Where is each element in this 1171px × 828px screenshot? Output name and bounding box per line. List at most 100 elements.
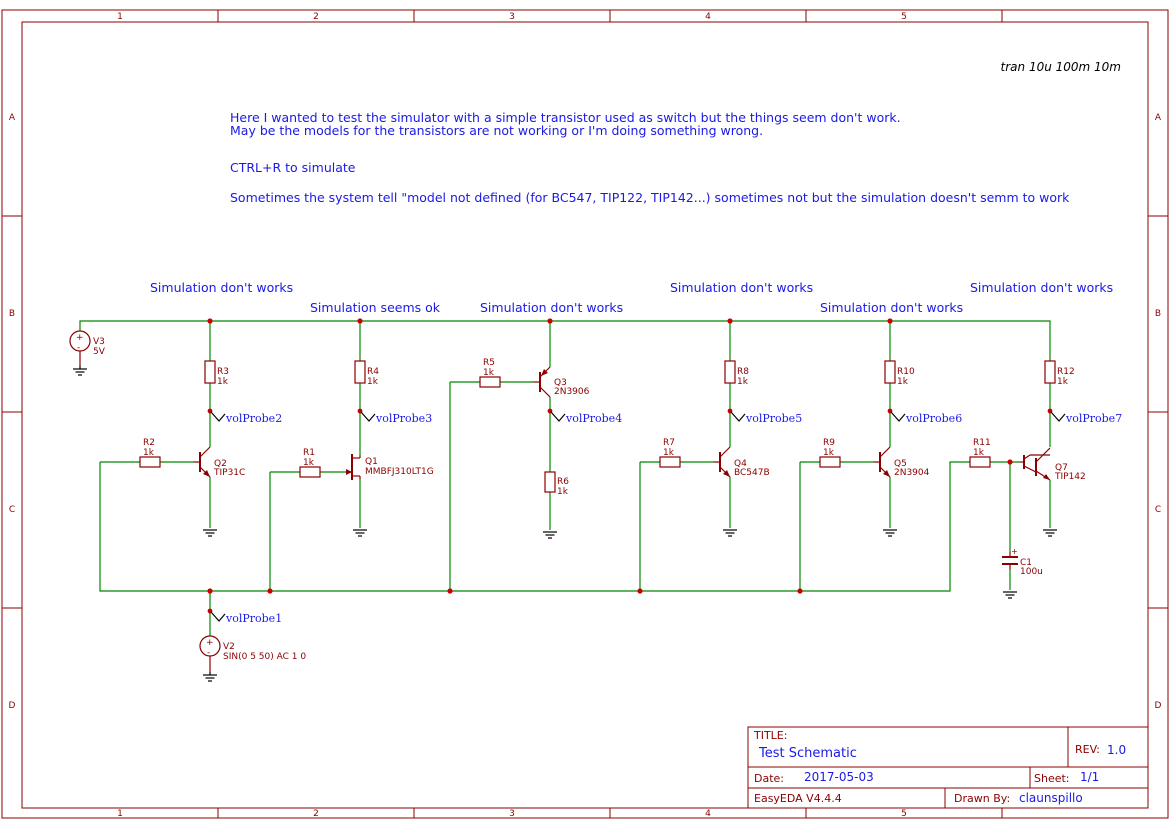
probe-1[interactable]: volProbe1 (207, 608, 283, 625)
ground-icon (1002, 591, 1018, 599)
minus-sign: - (77, 343, 80, 353)
title-value: Test Schematic (758, 746, 857, 761)
probe-4[interactable]: volProbe4 (547, 408, 623, 425)
r2-ref: R2 (143, 438, 155, 448)
minus-sign: - (207, 648, 210, 658)
r9-value: 1k (823, 448, 835, 458)
zone-col-1-top: 1 (117, 12, 123, 22)
capacitor-c1[interactable]: + C1 100u (1002, 547, 1043, 577)
zone-row-b-right: B (1155, 309, 1161, 319)
probe-7[interactable]: volProbe7 (1047, 408, 1123, 425)
ground-icon (722, 529, 738, 537)
plus-sign: + (206, 638, 214, 648)
resistor-r6[interactable]: R6 1k (544, 471, 569, 497)
q7-value: TIP142 (1054, 472, 1086, 482)
probe-2[interactable]: volProbe2 (207, 408, 283, 425)
grounds (202, 529, 1058, 599)
resistor-r3[interactable]: R3 1k (204, 360, 229, 387)
q3-value: 2N3906 (554, 387, 590, 397)
ground-icon (352, 529, 368, 537)
c1-value: 100u (1020, 567, 1043, 577)
r8-value: 1k (737, 377, 749, 387)
r1-ref: R1 (303, 448, 315, 458)
note-line-3: CTRL+R to simulate (230, 160, 356, 175)
label-q1-section: Simulation seems ok (310, 300, 441, 315)
r12-value: 1k (1057, 377, 1069, 387)
plus-sign: + (1011, 547, 1018, 556)
label-q3-section: Simulation don't works (480, 300, 623, 315)
zone-col-5-bottom: 5 (901, 809, 907, 819)
zone-row-a-right: A (1155, 113, 1162, 123)
zone-col-2-top: 2 (313, 12, 319, 22)
transistor-q7[interactable]: Q7 TIP142 (1020, 447, 1086, 482)
q3-ref: Q3 (554, 378, 567, 388)
zone-labels: 1 2 3 4 5 1 2 3 4 5 A B C D A B C D (9, 12, 1162, 819)
resistor-r8[interactable]: R8 1k (724, 360, 749, 387)
transistor-q2[interactable]: Q2 TIP31C (193, 446, 245, 478)
r3-ref: R3 (217, 367, 229, 377)
transistor-q4[interactable]: Q4 BC547B (713, 446, 770, 478)
r3-value: 1k (217, 377, 229, 387)
r10-value: 1k (897, 377, 909, 387)
note-line-4: Sometimes the system tell "model not def… (230, 190, 1070, 205)
ground-icon (882, 529, 898, 537)
ground-icon (202, 674, 218, 682)
probe-5-label: volProbe5 (745, 412, 802, 425)
resistor-r9[interactable]: R9 1k (819, 438, 841, 468)
title-label: TITLE: (753, 729, 787, 742)
resistor-r5[interactable]: R5 1k (479, 358, 501, 388)
c1-ref: C1 (1020, 558, 1032, 568)
spice-directive[interactable]: tran 10u 100m 10m (1001, 60, 1121, 74)
probe-6[interactable]: volProbe6 (887, 408, 963, 425)
source-v2[interactable]: + - V2 SIN(0 5 50) AC 1 0 (199, 635, 306, 682)
v2-ref: V2 (223, 642, 235, 652)
date-label: Date: (754, 772, 784, 785)
resistor-r12[interactable]: R12 1k (1044, 360, 1075, 387)
transistor-q1[interactable]: Q1 MMBFJ310LT1G (346, 454, 434, 480)
q4-ref: Q4 (734, 459, 747, 469)
ground-icon (1042, 529, 1058, 537)
probe-5[interactable]: volProbe5 (727, 408, 803, 425)
resistor-r4[interactable]: R4 1k (354, 360, 379, 387)
resistor-r11[interactable]: R11 1k (969, 438, 991, 468)
source-v3[interactable]: + - V3 5V (69, 330, 106, 376)
label-q5-section: Simulation don't works (820, 300, 963, 315)
v3-ref: V3 (93, 337, 105, 347)
q4-value: BC547B (734, 468, 770, 478)
title-block: TITLE: Test Schematic REV: 1.0 Date: 201… (747, 726, 1149, 809)
resistor-r1[interactable]: R1 1k (299, 448, 321, 478)
probe-2-label: volProbe2 (225, 412, 282, 425)
sheet-value: 1/1 (1080, 770, 1099, 784)
zone-col-2-bottom: 2 (313, 809, 319, 819)
resistor-r2[interactable]: R2 1k (139, 438, 161, 468)
label-q4-section: Simulation don't works (670, 280, 813, 295)
ground-icon (72, 368, 88, 376)
sheet-frame (1, 9, 1169, 819)
transistor-q3[interactable]: Q3 2N3906 (533, 366, 590, 398)
ground-icon (202, 529, 218, 537)
r10-ref: R10 (897, 367, 915, 377)
probe-3-label: volProbe3 (375, 412, 432, 425)
resistor-r7[interactable]: R7 1k (659, 438, 681, 468)
q1-ref: Q1 (365, 457, 378, 467)
probe-4-label: volProbe4 (565, 412, 622, 425)
r8-ref: R8 (737, 367, 749, 377)
rev-label: REV: (1075, 743, 1100, 756)
zone-row-d-right: D (1155, 701, 1162, 711)
zone-row-c-left: C (9, 505, 15, 515)
label-q2-section: Simulation don't works (150, 280, 293, 295)
drawn-by-value: claunspillo (1019, 791, 1083, 805)
ground-icon (542, 531, 558, 539)
zone-row-d-left: D (9, 701, 16, 711)
r4-value: 1k (367, 377, 379, 387)
note-line-1: Here I wanted to test the simulator with… (230, 110, 901, 125)
zone-row-a-left: A (9, 113, 16, 123)
label-q7-section: Simulation don't works (970, 280, 1113, 295)
r4-ref: R4 (367, 367, 379, 377)
r7-ref: R7 (663, 438, 675, 448)
r5-ref: R5 (483, 358, 495, 368)
probe-3[interactable]: volProbe3 (357, 408, 433, 425)
resistor-r10[interactable]: R10 1k (884, 360, 915, 387)
transistor-q5[interactable]: Q5 2N3904 (873, 446, 930, 478)
